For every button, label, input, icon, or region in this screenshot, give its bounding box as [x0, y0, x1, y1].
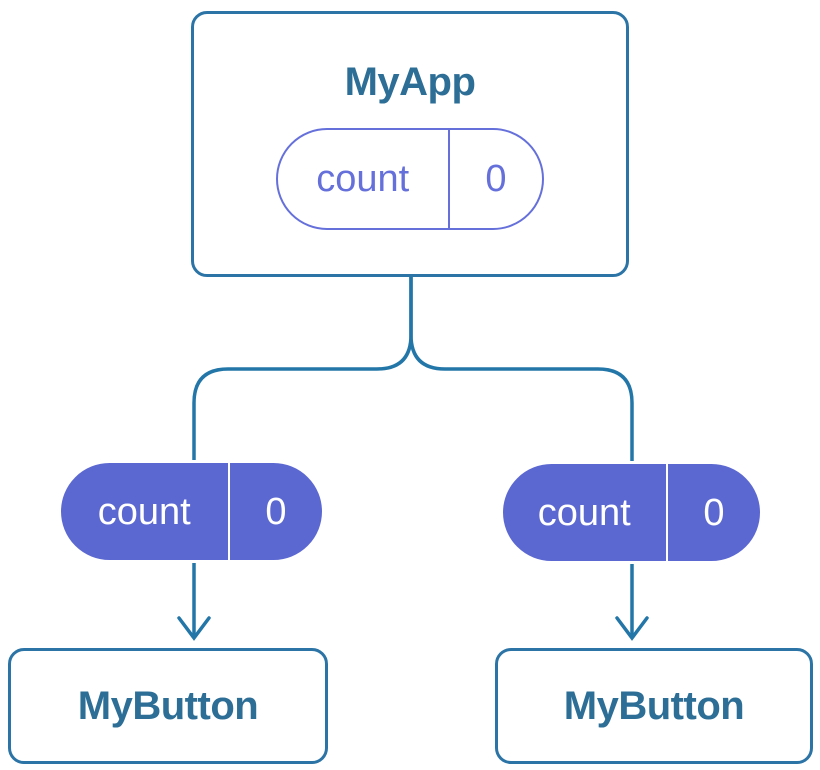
- prop-pill-left: count 0: [58, 460, 325, 563]
- node-title: MyButton: [563, 684, 745, 728]
- pill-divider: [447, 130, 450, 228]
- node-myapp: MyApp count 0: [191, 11, 629, 277]
- prop-pill-root: count 0: [276, 128, 544, 230]
- pill-divider: [227, 463, 230, 560]
- prop-pill-right: count 0: [500, 461, 763, 564]
- node-title: MyApp: [344, 60, 476, 104]
- prop-value: 0: [265, 490, 287, 533]
- prop-value: 0: [485, 158, 507, 200]
- prop-value: 0: [703, 491, 725, 534]
- node-mybutton-right: MyButton: [495, 648, 813, 764]
- arrow-down-icon: [615, 616, 649, 641]
- pill-divider: [665, 464, 668, 561]
- node-title: MyButton: [77, 684, 259, 728]
- arrow-down-icon: [177, 616, 211, 641]
- branch-line-left: [192, 277, 413, 637]
- branch-line-right: [409, 277, 634, 637]
- prop-name: count: [97, 490, 191, 533]
- node-mybutton-left: MyButton: [8, 648, 328, 764]
- prop-name: count: [316, 158, 410, 200]
- prop-name: count: [537, 491, 631, 534]
